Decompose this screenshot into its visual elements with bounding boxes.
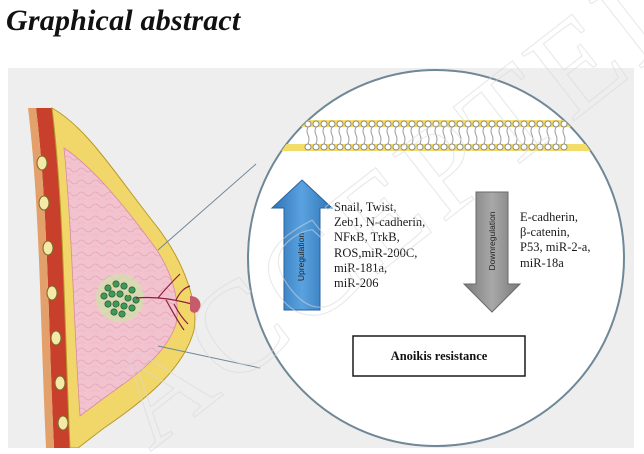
downregulation-label: Downregulation bbox=[487, 211, 497, 271]
downregulation-arrow bbox=[462, 191, 522, 313]
breast-illustration bbox=[28, 107, 261, 448]
anoikis-resistance-label: Anoikis resistance bbox=[390, 348, 488, 363]
abstract-figure: Upregulation Downregulation Snail, Twist… bbox=[8, 68, 634, 448]
figure-artwork bbox=[28, 69, 625, 448]
anoikis-box bbox=[352, 335, 526, 377]
cell-membrane bbox=[248, 120, 624, 151]
upregulation-arrow bbox=[270, 179, 334, 311]
graphical-abstract-heading: Graphical abstract bbox=[6, 4, 241, 37]
upregulation-label: Upregulation bbox=[296, 232, 306, 282]
upregulated-factors: Snail, Twist, Zeb1, N-cadherin, NFκB, Tr… bbox=[334, 200, 426, 291]
zoom-circle bbox=[247, 69, 625, 447]
downregulated-factors: E-cadherin, β-catenin, P53, miR-2-a, miR… bbox=[520, 210, 591, 270]
